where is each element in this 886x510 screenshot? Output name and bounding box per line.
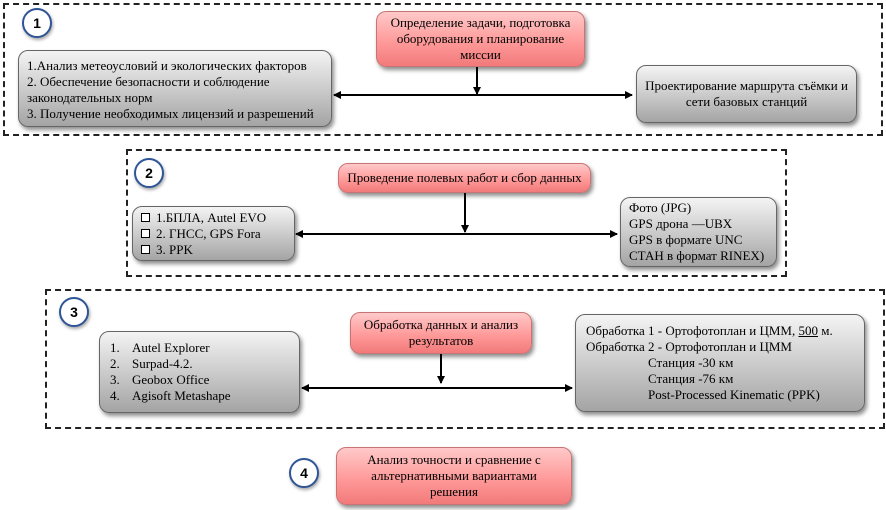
step-3-left-item: 4.Agisoft Metashape [110,388,231,403]
step-3-right-line-2: Обработка 2 - Ортофотоплан и ЦММ [586,339,792,354]
step-1-center-text: Определение задачи, подготовка оборудова… [390,15,571,62]
step-4-center-text: Анализ точности и сравнение с альтернати… [367,452,541,499]
step-1-left-box: 1.Анализ метеоусловий и экологических фа… [18,50,332,127]
step-2-center-box: Проведение полевых работ и сбор данных [338,163,591,193]
step-2-left-item: 1.БПЛА, Autel EVO [139,210,294,226]
step-1-left-item: 2. Обеспечение безопасности и соблюдение… [27,73,270,105]
step-2-left-item: 3. PPK [139,242,294,258]
step-3-left-item: 3.Geobox Office [110,372,210,387]
step-4-badge: 4 [289,458,319,488]
step-1-right-box: Проектирование маршрута съёмки и сети ба… [636,65,857,123]
step-1-left-item: 3. Получение необходимых лицензий и разр… [27,105,314,121]
step-2-right-item: СТАН в формат RINEX) [629,248,765,263]
step-3-right-sub-item: Станция -76 км [648,371,734,386]
step-2-right-item: GPS дрона —UBX [629,216,733,231]
step-3-left-item: 1.Autel Explorer [110,340,210,355]
step-3-badge: 3 [59,297,89,327]
step-3-frame [45,289,885,429]
step-1-left-item: 1.Анализ метеоусловий и экологических фа… [27,57,307,73]
step-1-badge: 1 [22,8,52,38]
step-2-badge: 2 [134,158,164,188]
step-1-frame [3,3,883,136]
step-3-center-box: Обработка данных и анализ результатов [350,312,532,354]
step-3-right-sub-item: Станция -30 км [648,355,734,370]
checkbox-bullet-icon [141,213,150,222]
step-3-center-text: Обработка данных и анализ результатов [363,317,519,348]
step-3-right-box: Обработка 1 - Ортофотоплан и ЦММ, 500 м.… [575,314,865,412]
step-3-right-line-1: Обработка 1 - Ортофотоплан и ЦММ, 500 м. [586,323,833,338]
step-2-left-item: 2. ГНСС, GPS Fora [139,226,294,242]
step-2-right-box: Фото (JPG) GPS дрона —UBX GPS в формате … [620,197,777,267]
step-1-right-text: Проектирование маршрута съёмки и сети ба… [645,78,848,109]
checkbox-bullet-icon [141,229,150,238]
step-4-center-box: Анализ точности и сравнение с альтернати… [336,447,572,505]
step-2-right-item: Фото (JPG) [629,200,692,215]
step-2-left-box: 1.БПЛА, Autel EVO 2. ГНСС, GPS Fora 3. P… [132,206,295,261]
step-2-right-item: GPS в формате UNC [629,232,743,247]
step-1-center-box: Определение задачи, подготовка оборудова… [376,11,585,67]
step-3-left-item: 2.Surpad-4.2. [110,356,193,371]
step-3-right-sub-item: Post-Processed Kinematic (PPK) [648,387,820,402]
checkbox-bullet-icon [141,245,150,254]
step-3-left-box: 1.Autel Explorer 2.Surpad-4.2. 3.Geobox … [99,331,300,413]
step-2-frame [126,149,787,277]
step-2-center-text: Проведение полевых работ и сбор данных [347,170,582,185]
